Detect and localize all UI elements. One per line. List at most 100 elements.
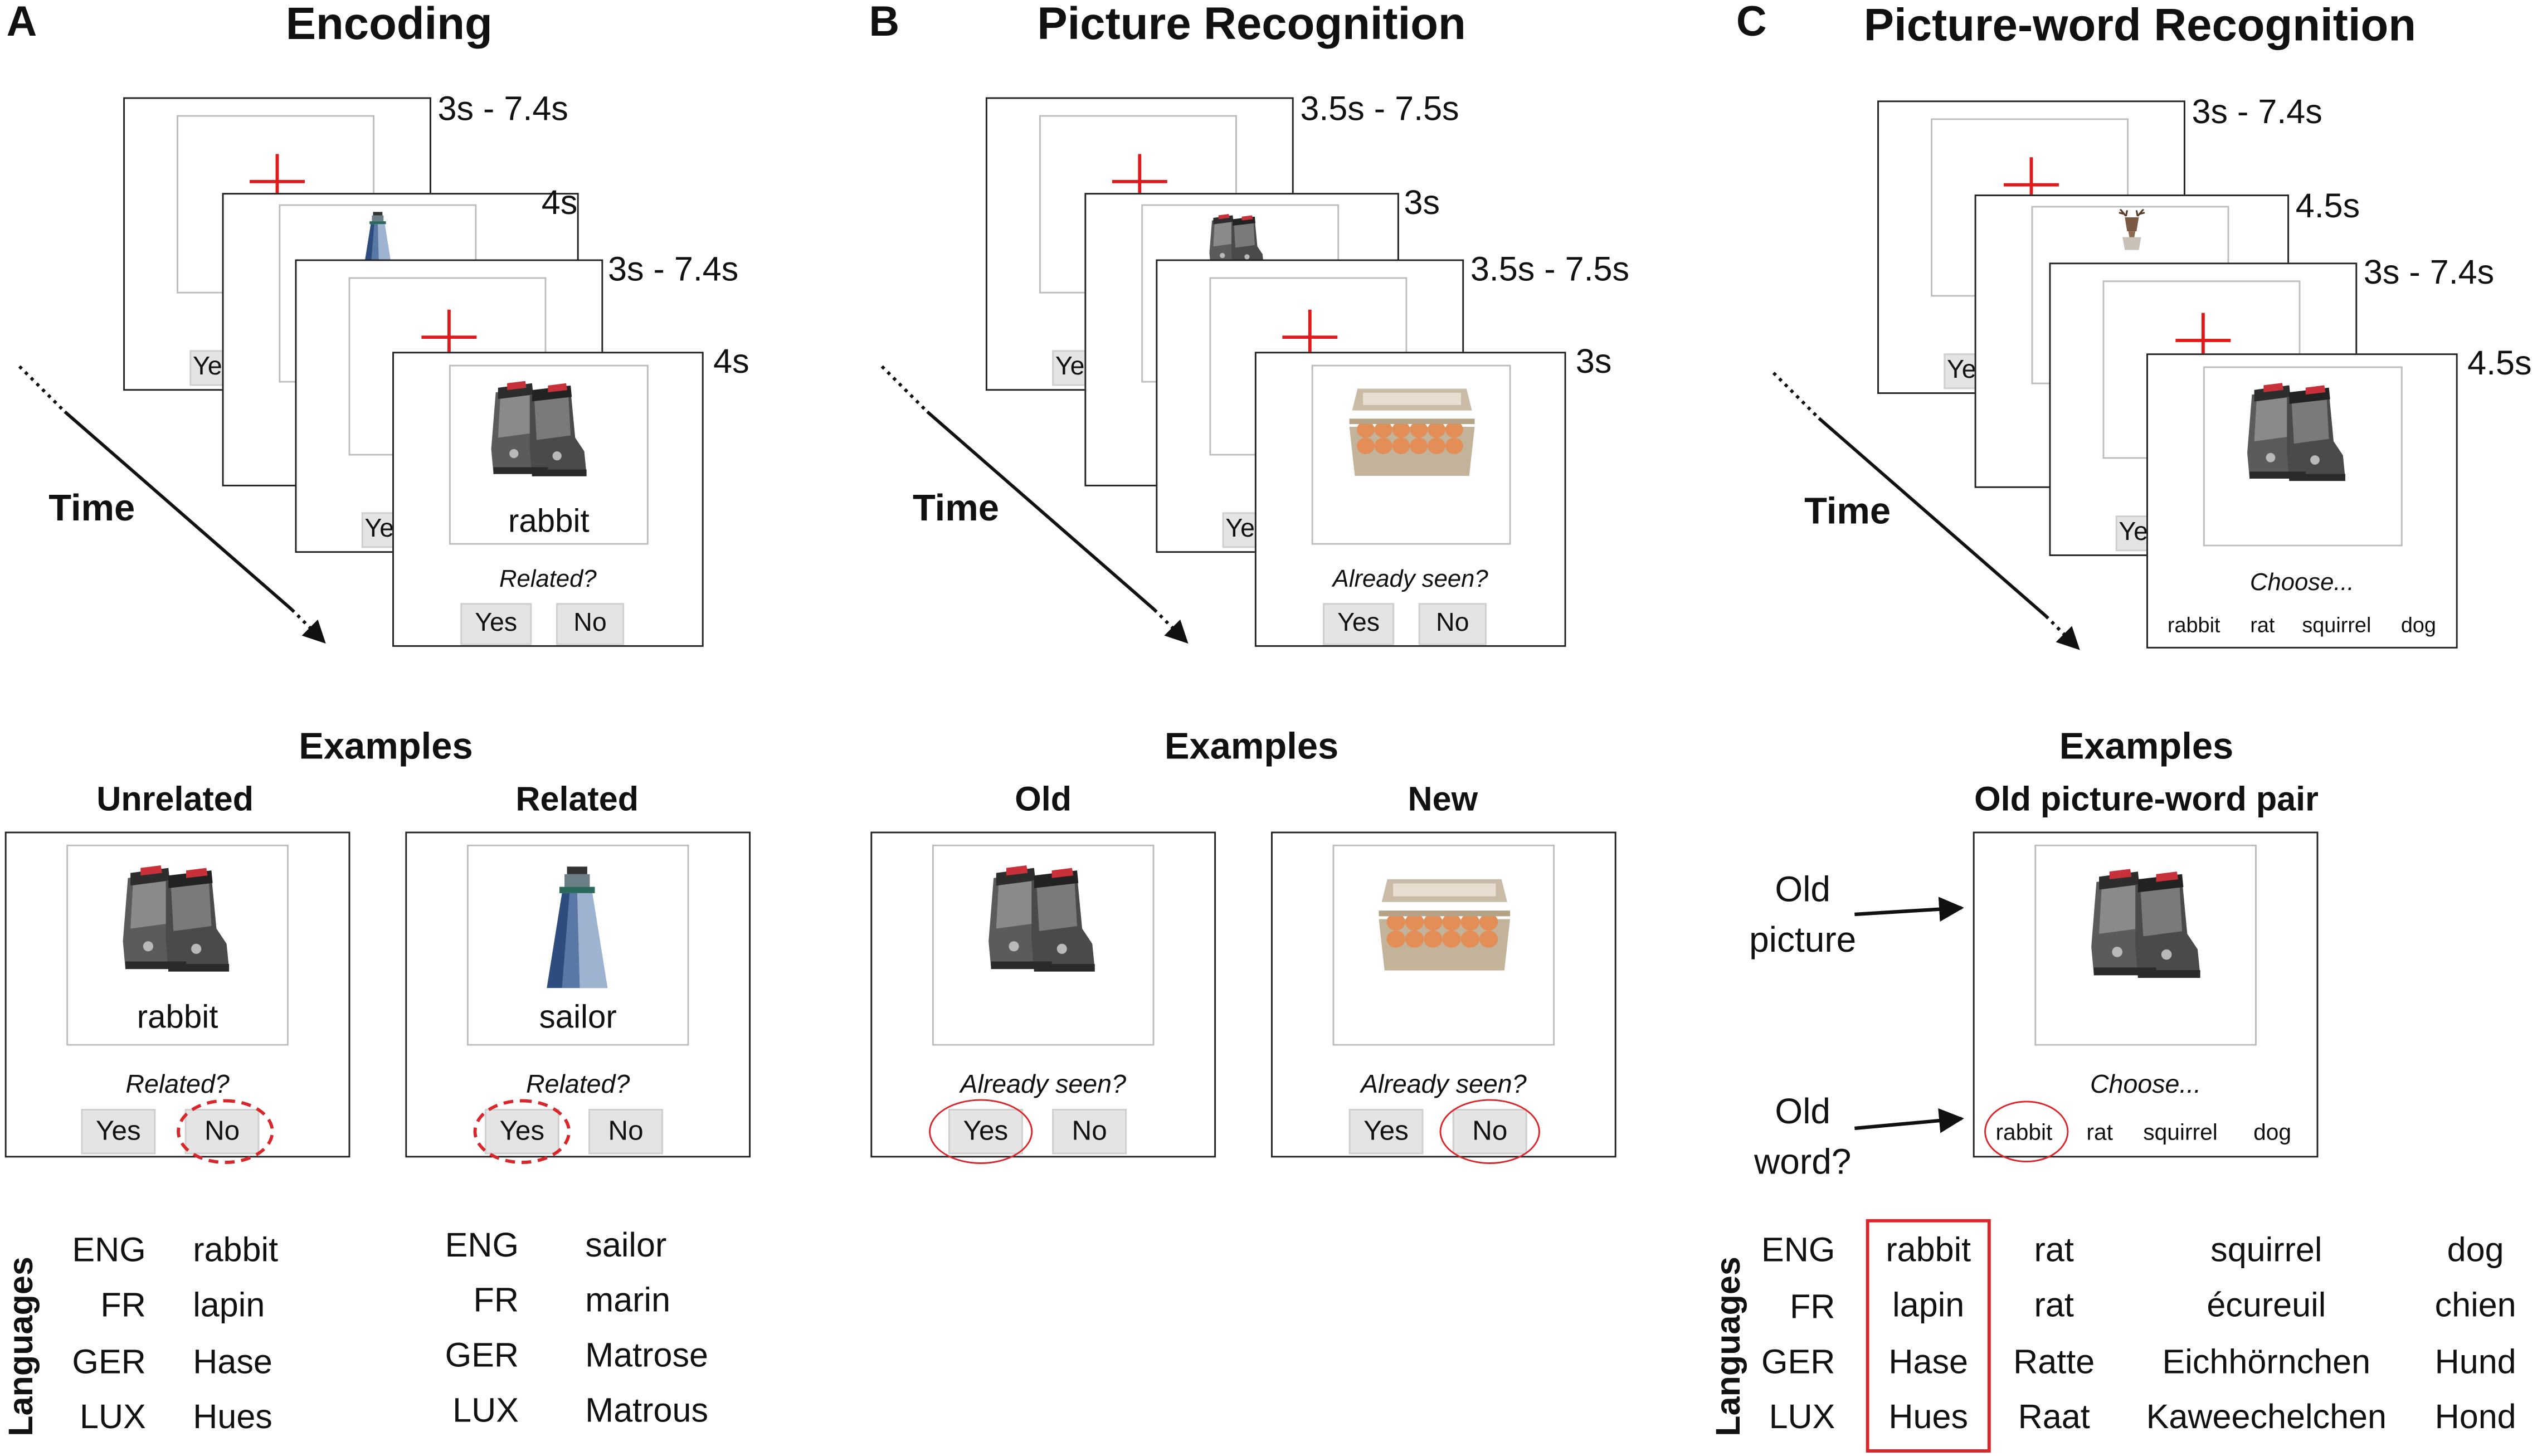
example-subtitle-old-pair: Old picture-word pair <box>1974 781 2319 819</box>
timing-label: 3s <box>1404 184 1440 222</box>
examples-title: Examples <box>1164 724 1339 767</box>
yes-button[interactable]: Yes <box>1323 603 1395 645</box>
highlighted-column-box <box>1866 1219 1991 1453</box>
old-word-text: Old word? <box>1754 1091 1852 1182</box>
example-subtitle-new: New <box>1408 781 1478 819</box>
timing-label: 4s <box>541 184 578 222</box>
question-text: Already seen? <box>1332 566 1488 593</box>
lang-code: LUX <box>1769 1399 1835 1436</box>
timing-label: 3s - 7.4s <box>2363 254 2495 292</box>
trial-frame-choice: Choose... rabbit rat squirrel dog <box>2146 353 2458 649</box>
translation: Hues <box>193 1399 272 1436</box>
trial-frame-word: rabbit Related? Yes No <box>392 352 704 647</box>
choice-option[interactable]: dog <box>2400 612 2436 637</box>
example-frame-related: sailor Related? Yes No <box>405 831 751 1164</box>
example-frame-old-pair: Choose... rabbit rat squirrel dog <box>1973 831 2319 1163</box>
choice-option[interactable]: rat <box>2250 612 2275 637</box>
example-frame-new: Already seen? Yes No <box>1270 831 1616 1164</box>
ski-boots-image <box>976 853 1102 979</box>
translation: lapin <box>1892 1287 1965 1324</box>
question-text: Related? <box>125 1072 230 1099</box>
translation: Hase <box>1888 1343 1969 1381</box>
translation: rat <box>2034 1287 2074 1324</box>
panel-label-b: B <box>869 0 900 46</box>
yes-button[interactable]: Yes <box>460 603 532 645</box>
translation: Matrose <box>585 1337 708 1375</box>
yes-button[interactable]: Yes <box>1348 1109 1424 1155</box>
translation: marin <box>585 1282 671 1320</box>
no-button[interactable]: No <box>588 1109 663 1155</box>
example-frame-unrelated: rabbit Related? Yes No <box>4 831 350 1164</box>
no-button[interactable]: No <box>1418 603 1487 645</box>
choice-option[interactable]: rat <box>2086 1118 2113 1145</box>
lighthouse-image <box>514 853 640 1002</box>
translation: Raat <box>2018 1399 2090 1436</box>
example-subtitle-old: Old <box>1015 781 1072 819</box>
timing-label: 3s - 7.4s <box>2192 94 2322 132</box>
time-arrow <box>1772 372 2080 650</box>
time-axis-label: Time <box>48 486 135 529</box>
egg-carton-image <box>1344 369 1480 505</box>
timing-label: 3s <box>1575 343 1612 381</box>
ski-boots-image <box>2078 856 2208 986</box>
lang-code: GER <box>1761 1343 1835 1381</box>
lang-code: ENG <box>1761 1232 1835 1270</box>
lang-code: GER <box>445 1337 519 1375</box>
lang-code: FR <box>1789 1288 1835 1326</box>
no-button[interactable]: No <box>556 603 625 645</box>
timing-label: 3s - 7.4s <box>437 90 568 128</box>
fixation-cross-icon <box>2004 157 2059 213</box>
selected-response-marker <box>1984 1100 2069 1163</box>
timing-label: 4s <box>713 343 749 381</box>
panel-label-c: C <box>1736 0 1767 46</box>
timing-label: 3.5s - 7.5s <box>1470 251 1630 289</box>
translation: Kaweechelchen <box>2146 1399 2387 1436</box>
time-axis-label: Time <box>1804 489 1891 532</box>
question-text: Related? <box>499 566 597 593</box>
yes-button-peek: Ye <box>2115 515 2151 552</box>
panel-a-title: Encoding <box>285 0 493 49</box>
choice-option[interactable]: dog <box>2253 1118 2292 1145</box>
lang-code: ENG <box>445 1227 519 1265</box>
translation: Hund <box>2434 1343 2516 1381</box>
translation: rabbit <box>193 1232 279 1270</box>
translation: Hues <box>1888 1399 1969 1436</box>
translation: squirrel <box>2210 1232 2322 1270</box>
yes-button-peek: Ye <box>361 512 397 548</box>
fixation-cross-icon <box>1282 309 1338 365</box>
choice-option[interactable]: rabbit <box>2167 612 2220 637</box>
question-text: Already seen? <box>960 1072 1126 1099</box>
choice-option[interactable]: squirrel <box>2143 1118 2218 1145</box>
stimulus-word: sailor <box>539 1000 617 1036</box>
choice-option[interactable]: squirrel <box>2302 612 2371 637</box>
selected-response-marker <box>929 1099 1033 1164</box>
translation: chien <box>2434 1287 2516 1324</box>
fixation-cross-icon <box>1112 154 1167 210</box>
translation: sailor <box>585 1227 667 1265</box>
panel-c-title: Picture-word Recognition <box>1863 0 2417 51</box>
panel-b-title: Picture Recognition <box>1037 0 1466 49</box>
fixation-cross-icon <box>250 154 305 210</box>
fixation-cross-icon <box>2175 313 2231 368</box>
languages-header: Languages <box>1710 1257 1748 1436</box>
pointer-arrows <box>1854 897 1964 1133</box>
selected-response-marker <box>1439 1099 1540 1164</box>
translation: écureuil <box>2207 1287 2326 1324</box>
selected-response-marker <box>473 1099 571 1164</box>
fixation-cross-icon <box>421 309 477 365</box>
lang-code: LUX <box>452 1392 519 1430</box>
question-text: Already seen? <box>1360 1072 1527 1099</box>
yes-button[interactable]: Yes <box>81 1109 156 1155</box>
time-arrow <box>880 365 1189 644</box>
lang-code: ENG <box>72 1232 146 1270</box>
translation: rat <box>2034 1232 2074 1270</box>
time-arrow <box>18 365 326 644</box>
translation: dog <box>2447 1232 2504 1270</box>
trial-frame-picture-2: Already seen? Yes No <box>1254 352 1566 647</box>
stimulus-word: rabbit <box>508 504 590 540</box>
ski-boots-image <box>110 853 237 979</box>
no-button[interactable]: No <box>1052 1109 1127 1155</box>
timing-label: 4.5s <box>2467 345 2532 383</box>
translation: Ratte <box>2013 1343 2095 1381</box>
